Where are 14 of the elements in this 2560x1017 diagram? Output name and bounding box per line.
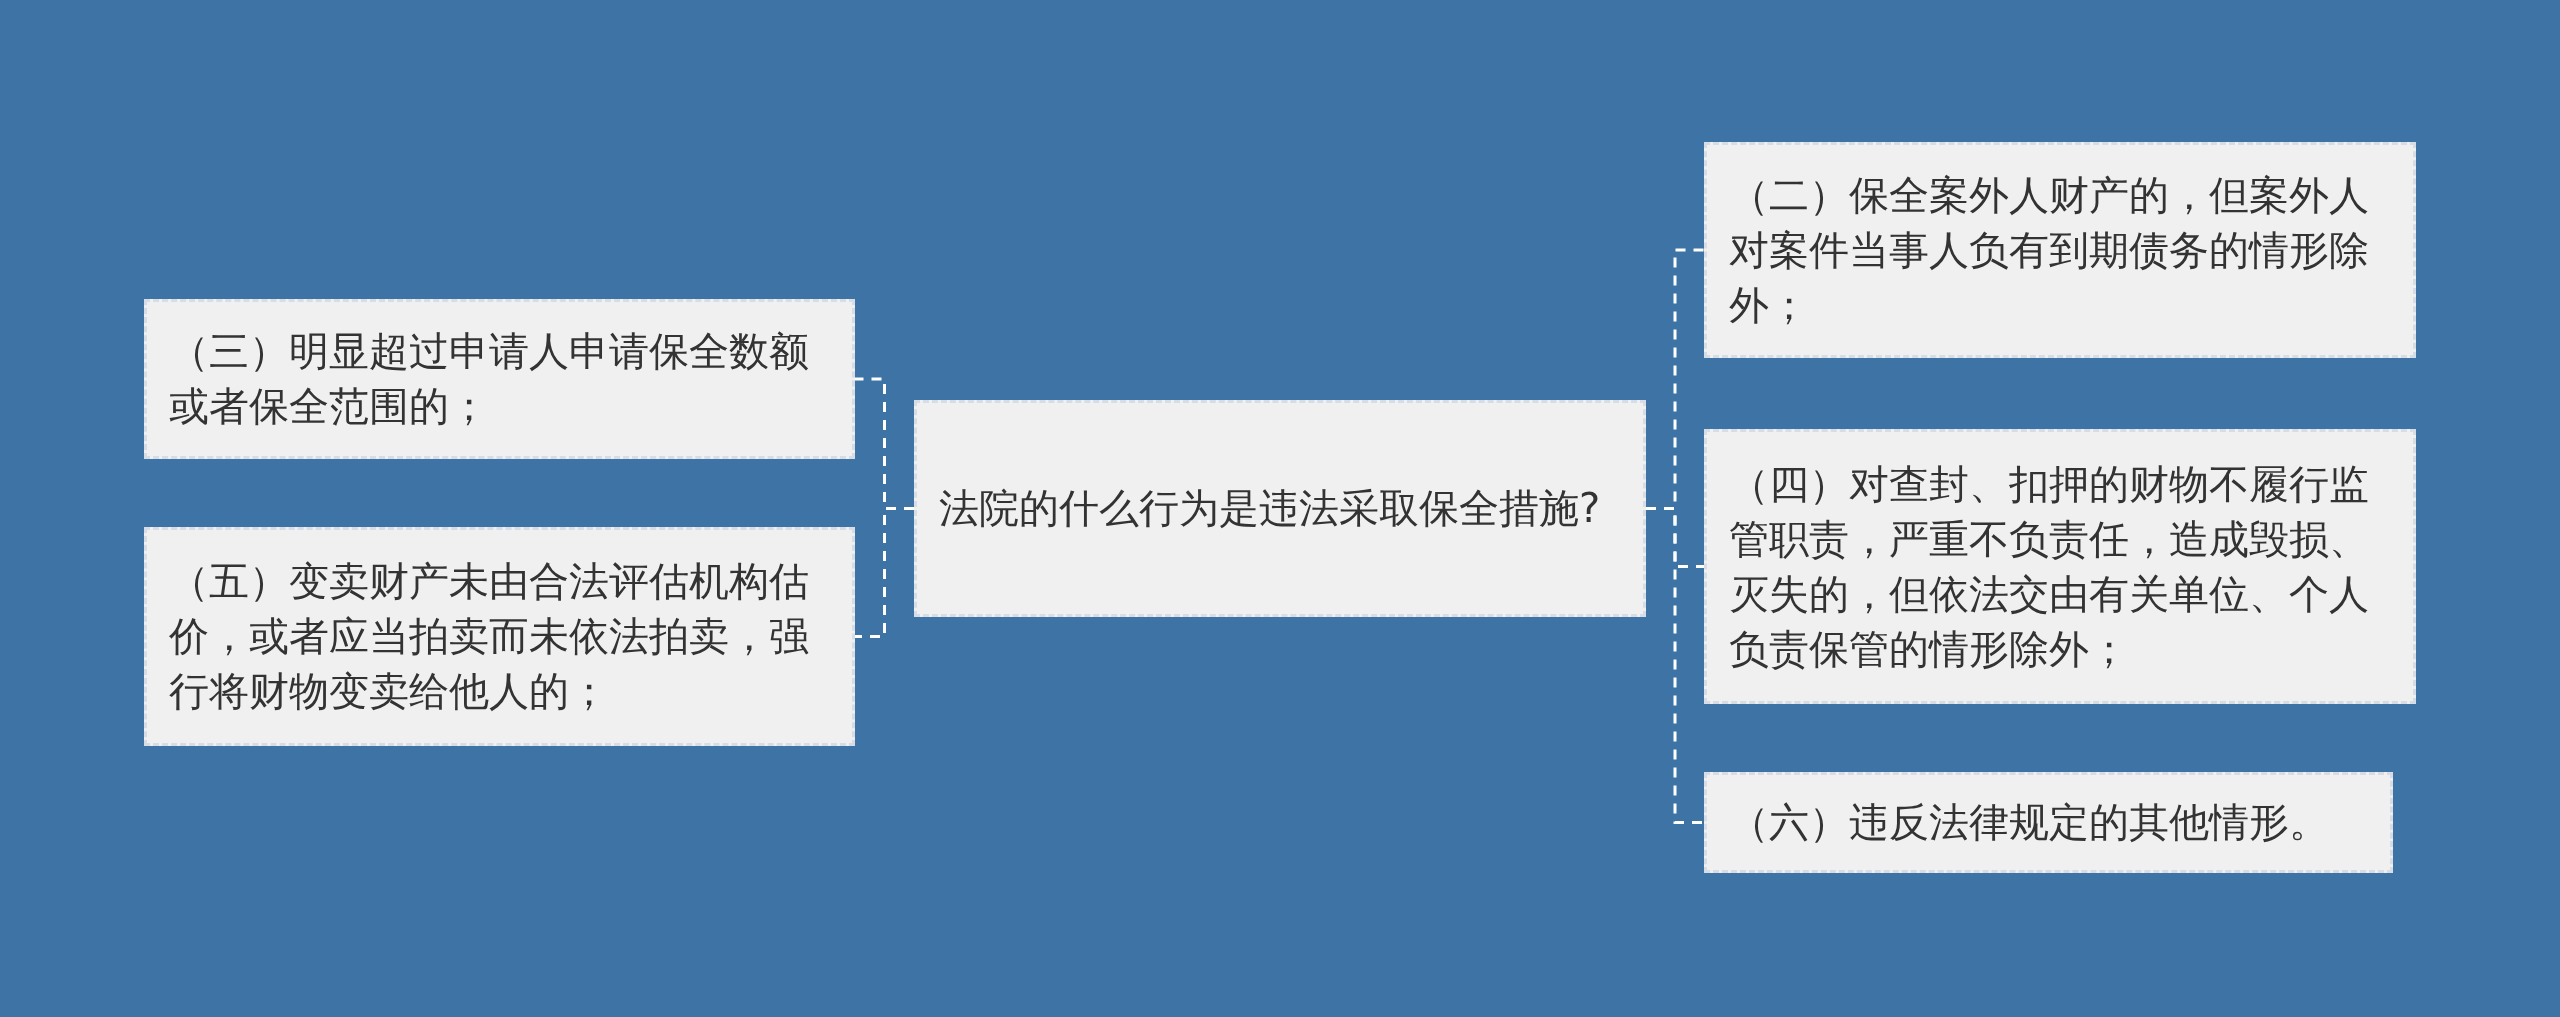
connector-line <box>1646 507 1704 824</box>
item-text: （六）违反法律规定的其他情形。 <box>1729 798 2329 847</box>
item-text: 法院的什么行为是违法采取保全措施? <box>939 484 1601 533</box>
subtopic-box <box>1704 429 2416 704</box>
item-text: （五）变卖财产未由合法评估机构估价，或者应当拍卖而未依法拍卖，强行将财物变卖给他人的； <box>169 557 810 716</box>
item-text: （三）明显超过申请人申请保全数额或者保全范围的； <box>169 327 810 431</box>
subtopic-box <box>914 400 1646 617</box>
subtopic-box <box>1704 142 2416 358</box>
subtopic-box <box>1704 772 2393 873</box>
subtopic-box <box>144 527 855 746</box>
subtopic-box <box>144 299 855 459</box>
item-text: （二）保全案外人财产的，但案外人对案件当事人负有到期债务的情形除外； <box>1729 170 2370 330</box>
item-text: （四）对查封、扣押的财物不履行监管职责，严重不负责任，造成毁损、灭失的，但依法交由有关单位、个人负责保管的情形除外； <box>1729 459 2370 674</box>
connector-line <box>855 507 914 638</box>
